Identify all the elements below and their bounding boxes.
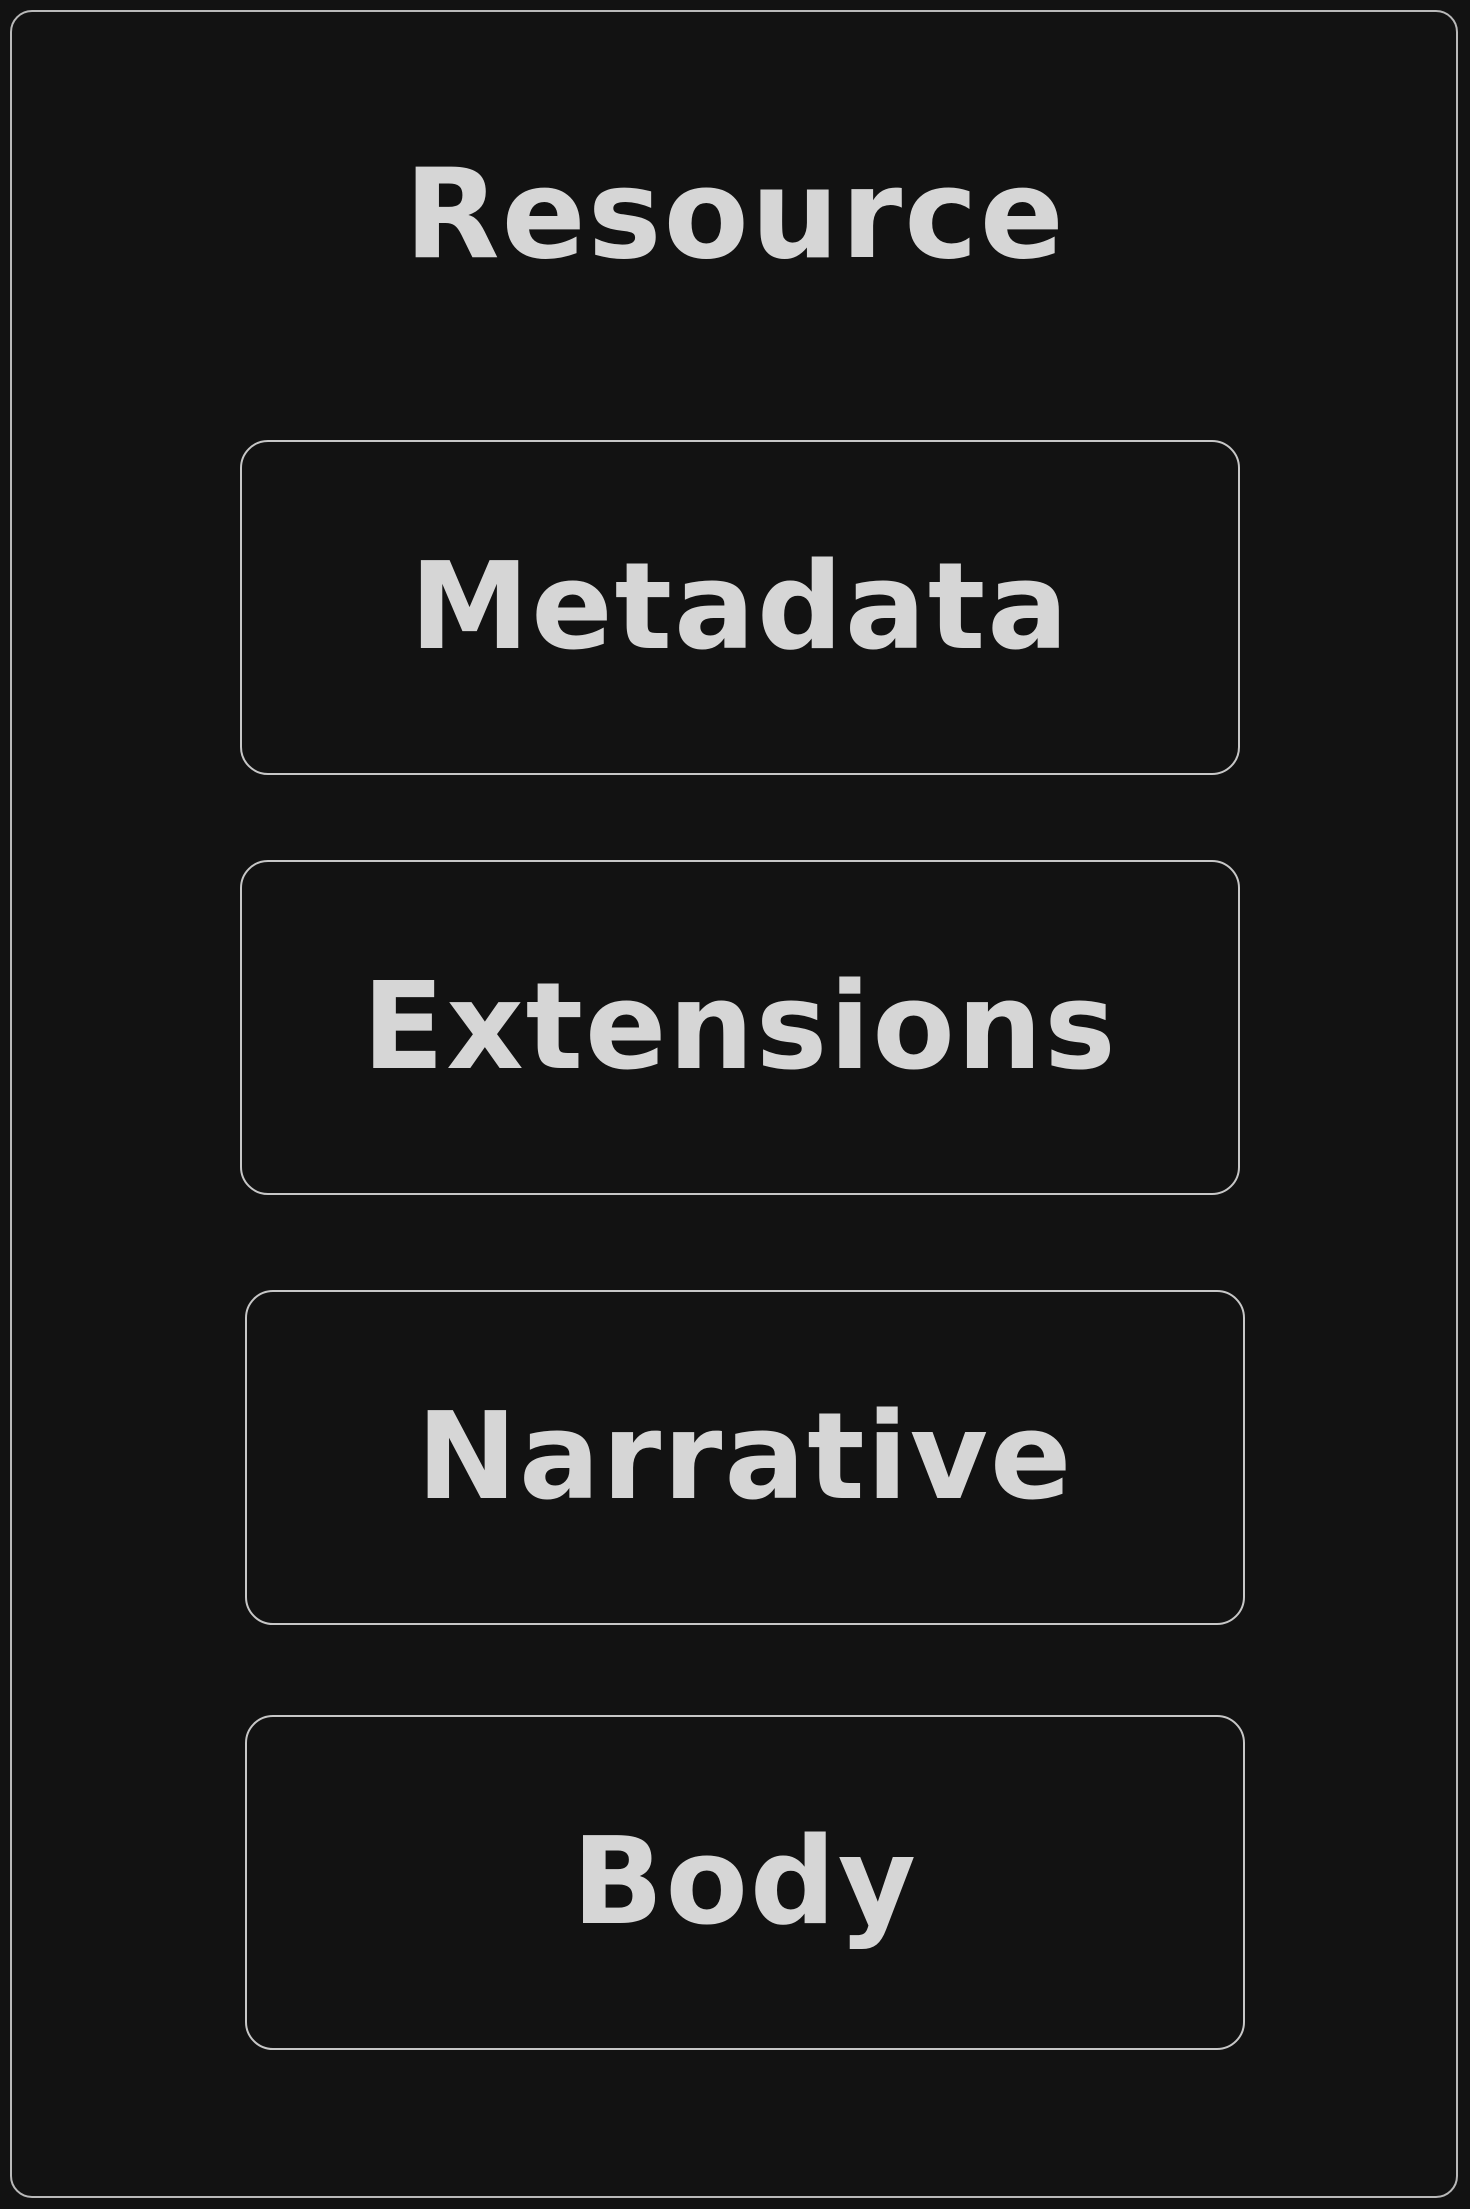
body-section: Body [245,1715,1245,2050]
extensions-label: Extensions [362,957,1118,1097]
resource-container [10,10,1458,2198]
resource-title: Resource [404,143,1066,287]
extensions-section: Extensions [240,860,1240,1195]
metadata-section: Metadata [240,440,1240,775]
narrative-label: Narrative [416,1387,1074,1527]
metadata-label: Metadata [409,537,1071,677]
narrative-section: Narrative [245,1290,1245,1625]
body-label: Body [571,1812,919,1952]
